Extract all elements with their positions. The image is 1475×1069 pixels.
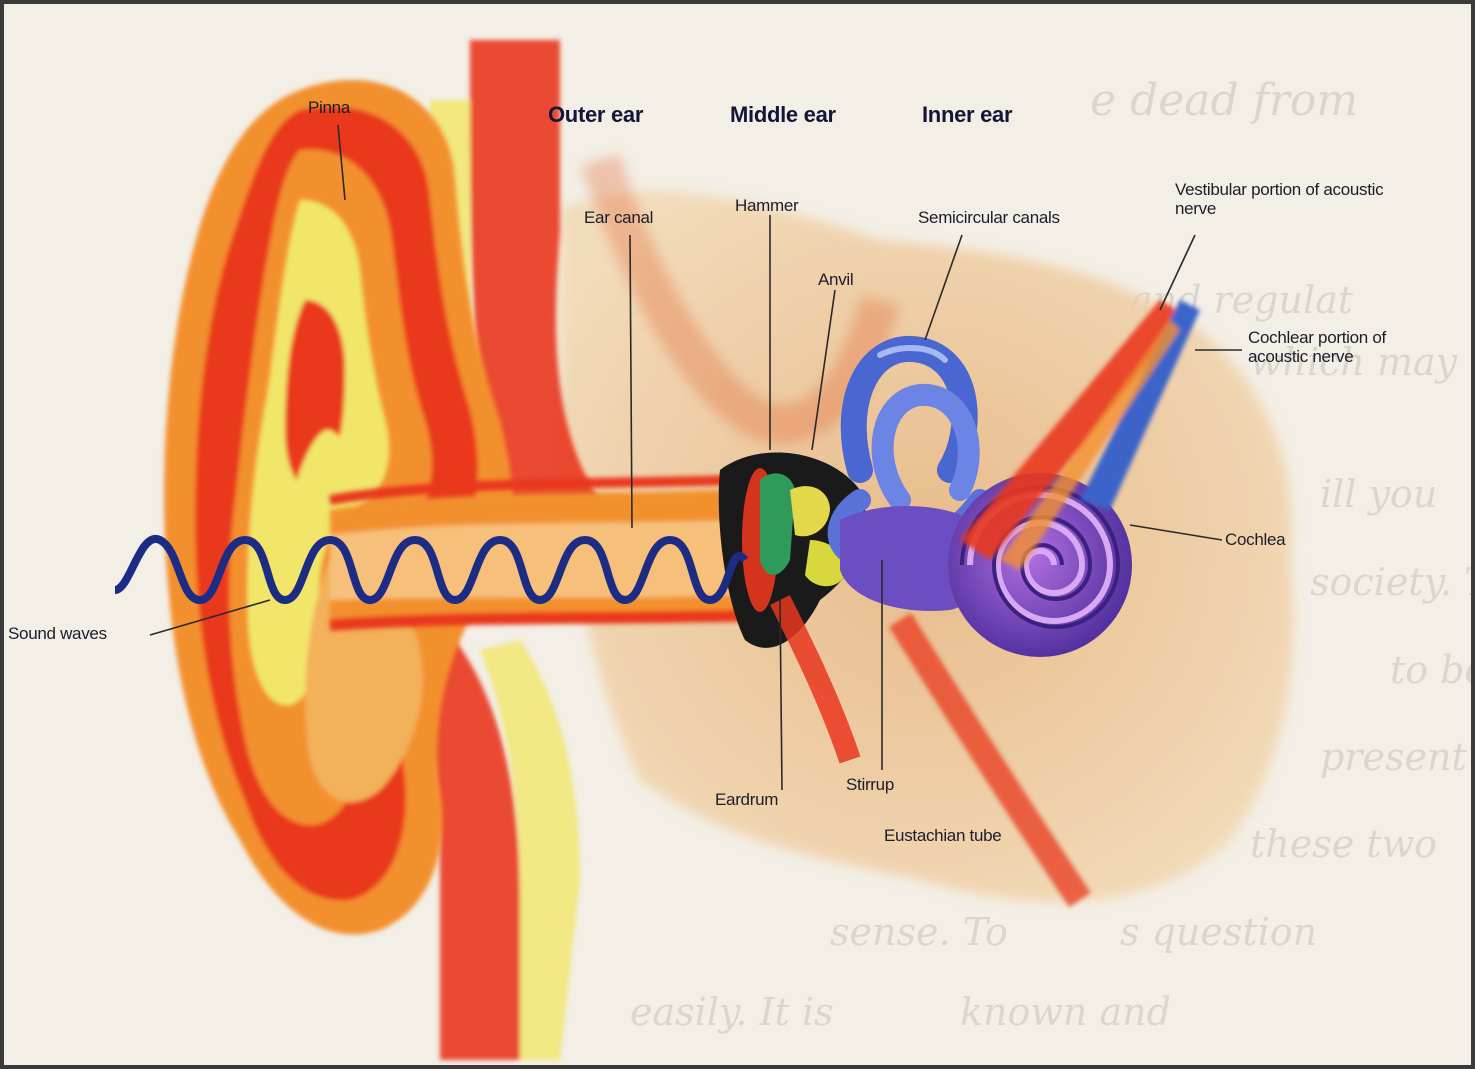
label-inner-ear: Inner ear: [922, 102, 1012, 128]
label-middle-ear: Middle ear: [730, 102, 836, 128]
label-semicircular-canals: Semicircular canals: [918, 208, 1060, 228]
label-eustachian-tube: Eustachian tube: [884, 826, 1001, 846]
label-pinna: Pinna: [308, 98, 350, 118]
label-sound-waves: Sound waves: [8, 624, 107, 644]
label-anvil: Anvil: [818, 270, 853, 290]
label-ear-canal: Ear canal: [584, 208, 653, 228]
label-stirrup: Stirrup: [846, 775, 894, 795]
label-cochlear-nerve: Cochlear portion of acoustic nerve: [1248, 328, 1448, 366]
label-eardrum: Eardrum: [715, 790, 778, 810]
label-outer-ear: Outer ear: [548, 102, 643, 128]
label-cochlea: Cochlea: [1225, 530, 1285, 550]
label-hammer: Hammer: [735, 196, 798, 216]
label-vestibular-nerve: Vestibular portion of acoustic nerve: [1175, 180, 1395, 218]
